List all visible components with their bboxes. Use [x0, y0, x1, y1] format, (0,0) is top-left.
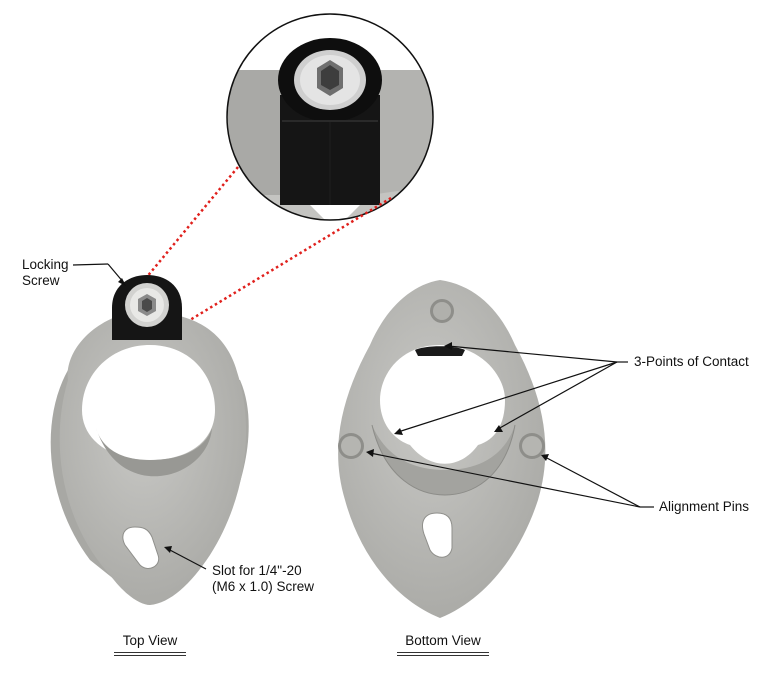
callout-arrowheads	[118, 278, 549, 553]
zoom-leader-lines	[140, 166, 392, 342]
top-view-adapter	[50, 275, 249, 605]
bottom-view-adapter	[338, 280, 546, 618]
alignment-pins-label: Alignment Pins	[659, 499, 750, 514]
top-view-underline	[114, 652, 186, 653]
bottom-view-underline	[397, 652, 489, 653]
top-view-underline-2	[114, 655, 186, 656]
bottom-view-underline-2	[397, 655, 489, 656]
callout-lines	[72, 263, 654, 570]
locking-screw-label: Locking Screw	[22, 257, 69, 288]
slot-label: Slot for 1/4"-20 (M6 x 1.0) Screw	[212, 563, 315, 594]
top-view-title: Top View	[122, 633, 178, 648]
zoom-detail	[226, 13, 434, 221]
contact-points-label: 3-Points of Contact	[634, 354, 749, 369]
bottom-view-title: Bottom View	[405, 633, 481, 648]
